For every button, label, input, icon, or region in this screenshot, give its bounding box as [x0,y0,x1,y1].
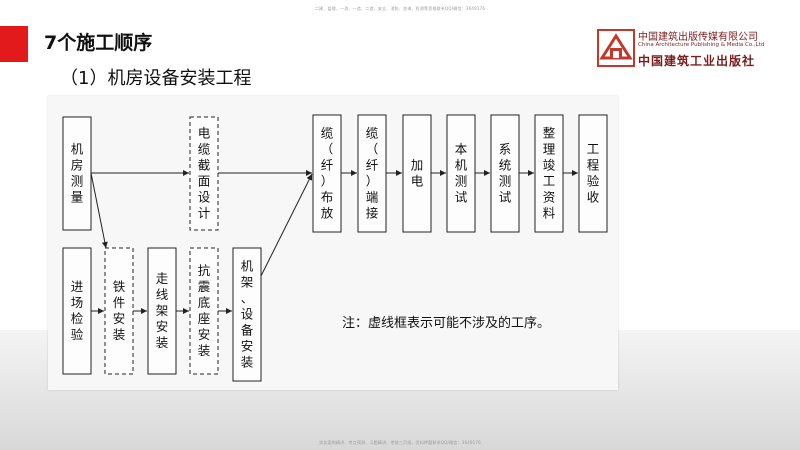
flow-box-frame [534,114,564,233]
flow-box-frame [490,114,520,233]
flow-box-frame [62,116,92,231]
flow-box-label: 加电 [411,158,424,189]
edge-rack-to-cable-lay [260,173,313,277]
flow-box-docs: 整理竣工资料 [534,114,564,233]
flow-box-label: 机架、设备安装 [241,259,254,370]
flow-box-label: 工程验收 [587,142,600,205]
publisher-name-cn-2: 中国建筑工业出版社 [638,54,756,68]
flow-box-frame [62,247,92,375]
flow-box-label: 系统测试 [499,142,512,205]
flow-box-cable-term: 缆（纤）端接 [357,114,387,233]
flow-box-unit-test: 本机测试 [446,114,476,233]
publisher-name-en: China Architecture Publishing & Media Co… [638,42,765,48]
flow-box-frame [578,114,608,233]
title-accent-bar [0,26,28,62]
flow-box-frame [189,116,219,231]
flow-box-inspect: 进场检验 [62,247,92,375]
edge-survey-to-iron [90,172,108,249]
publisher-logo: 中国建筑出版传媒有限公司 China Architecture Publishi… [596,28,786,76]
slide-subtitle: （1）机房设备安装工程 [60,68,252,89]
publisher-emblem-icon [597,29,635,67]
flow-box-cable-lay: 缆（纤）布放 [312,114,342,233]
flow-box-label: 走线架安装 [156,271,169,350]
bottom-watermark-note: 实务案例精讲、考点预测、习题精讲、考前三页纸、资料押题联系QQ/微信：36491… [319,440,481,445]
flow-box-label: 本机测试 [455,142,468,205]
flow-box-label: 进场检验 [71,279,84,342]
top-watermark-note: 二建、监理、一消、一造、二造、安全、消防、咨询、检测等资格联系QQ/微信：364… [314,6,486,11]
flow-box-frame [402,114,432,233]
flow-box-cable-design: 电缆截面设计 [189,116,219,231]
flow-box-frame [189,247,219,375]
diagram-note: 注：虚线框表示可能不涉及的工序。 [342,315,550,331]
slide-title: 7个施工顺序 [44,32,153,54]
flow-box-survey: 机房测量 [62,116,92,231]
flow-box-base: 抗震底座安装 [189,247,219,375]
flow-box-frame [232,247,262,382]
flow-box-label: 缆（纤）端接 [366,126,379,221]
flow-box-frame [312,114,342,233]
flow-diagram-panel: 机房测量进场检验 电缆截面设计铁件安装 走线架安装 抗震底座安装 机架、设备安装 缆（纤）… [48,96,618,390]
flow-box-label: 抗震底座安装 [198,263,211,358]
flow-box-label: 铁件安装 [113,279,126,342]
flow-box-sys-test: 系统测试 [490,114,520,233]
flow-box-label: 缆（纤）布放 [321,126,334,221]
flow-box-accept: 工程验收 [578,114,608,233]
flow-box-frame [446,114,476,233]
flow-box-label: 电缆截面设计 [198,126,211,221]
flow-box-power: 加电 [402,114,432,233]
flow-box-label: 整理竣工资料 [543,126,556,221]
flow-box-tray: 走线架安装 [147,247,177,375]
flow-box-frame [147,247,177,375]
flow-box-rack: 机架、设备安装 [232,247,262,382]
publisher-name-cn: 中国建筑出版传媒有限公司 [638,32,758,43]
flow-box-frame [104,247,134,375]
flow-box-iron: 铁件安装 [104,247,134,375]
flow-box-frame [357,114,387,233]
flow-box-label: 机房测量 [71,142,84,205]
